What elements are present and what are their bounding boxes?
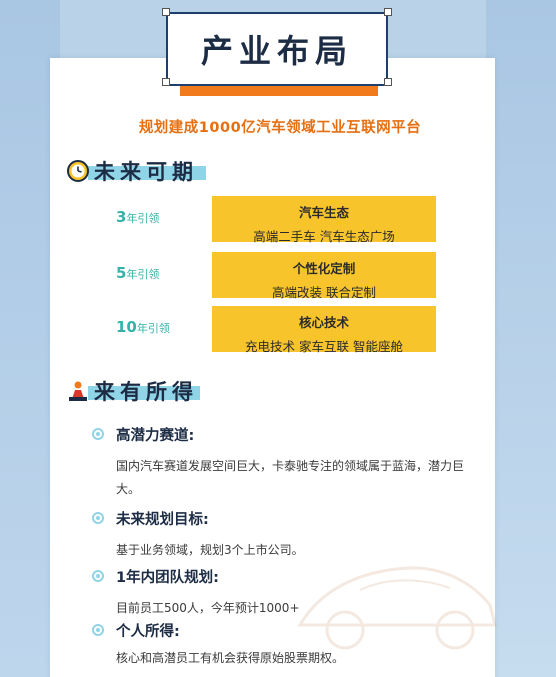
- title-frame: [166, 12, 388, 86]
- section-gains-title: 来有所得: [94, 379, 198, 404]
- section-future-heading: 未来可期: [66, 158, 206, 184]
- milestone-box-auto-ecosystem: 汽车生态 高端二手车 汽车生态广场: [212, 196, 436, 244]
- list-item-personal-gain: 个人所得: 核心和高潜员工有机会获得原始股票期权。: [92, 620, 472, 670]
- resize-handle-bottom-left[interactable]: [162, 78, 170, 86]
- year-label-3: 3年引领: [116, 208, 186, 226]
- content-card: [50, 58, 495, 677]
- item-heading: 高潜力赛道:: [116, 428, 195, 444]
- item-body: 目前员工500人，今年预计1000+: [116, 601, 300, 615]
- item-heading: 未来规划目标:: [116, 512, 209, 528]
- year-suffix: 年引领: [126, 268, 160, 281]
- year-label-5: 5年引领: [116, 264, 186, 282]
- milestone-title: 核心技术: [298, 315, 349, 330]
- resize-handle-bottom-right[interactable]: [384, 78, 392, 86]
- year-suffix: 年引领: [126, 212, 160, 225]
- year-suffix: 年引领: [136, 322, 170, 335]
- title-block[interactable]: 产业布局: [162, 8, 392, 96]
- background-right: [486, 0, 556, 677]
- year-number: 3: [116, 208, 127, 226]
- list-item-future-goal: 未来规划目标: 基于业务领域，规划3个上市公司。: [92, 508, 472, 562]
- milestone-title: 汽车生态: [298, 205, 349, 220]
- item-heading: 个人所得:: [116, 624, 180, 640]
- milestone-detail: 高端二手车 汽车生态广场: [253, 229, 395, 244]
- bullet-icon: [92, 624, 104, 636]
- resize-handle-top-left[interactable]: [162, 8, 170, 16]
- resize-handle-top-right[interactable]: [384, 8, 392, 16]
- year-number: 10: [116, 318, 137, 336]
- bullet-icon: [92, 570, 104, 582]
- milestone-title: 个性化定制: [292, 261, 356, 276]
- year-label-10: 10年引领: [116, 318, 186, 336]
- page-subtitle: 规划建成1000亿汽车领域工业互联网平台: [138, 120, 422, 136]
- milestone-detail: 充电技术 家车互联 智能座舱: [245, 339, 403, 354]
- item-body: 基于业务领域，规划3个上市公司。: [116, 543, 304, 557]
- section-future-title: 未来可期: [94, 159, 198, 184]
- milestone-box-customization: 个性化定制 高端改装 联合定制: [212, 252, 436, 300]
- title-accent-bar: [180, 84, 378, 96]
- section-gains-heading: 来有所得: [66, 378, 200, 404]
- page-title: 产业布局: [200, 32, 353, 70]
- bullet-icon: [92, 428, 104, 440]
- milestone-box-core-tech: 核心技术 充电技术 家车互联 智能座舱: [212, 306, 436, 354]
- bullet-icon: [92, 512, 104, 524]
- heading-highlight: [88, 166, 206, 180]
- milestone-detail: 高端改装 联合定制: [272, 285, 376, 300]
- list-item-team-plan: 1年内团队规划: 目前员工500人，今年预计1000+: [92, 566, 472, 620]
- podium-person-icon: [69, 381, 87, 401]
- car-watermark-icon: [297, 566, 497, 650]
- year-number: 5: [116, 264, 127, 282]
- item-heading: 1年内团队规划:: [116, 570, 219, 586]
- list-item-high-potential: 高潜力赛道: 国内汽车赛道发展空间巨大，卡泰驰专注的领域属于蓝海，潜力巨大。: [92, 424, 472, 501]
- item-body: 国内汽车赛道发展空间巨大，卡泰驰专注的领域属于蓝海，潜力巨大。: [116, 459, 465, 496]
- heading-highlight: [88, 386, 200, 400]
- clock-icon: [67, 160, 89, 182]
- item-body: 核心和高潜员工有机会获得原始股票期权。: [116, 651, 345, 665]
